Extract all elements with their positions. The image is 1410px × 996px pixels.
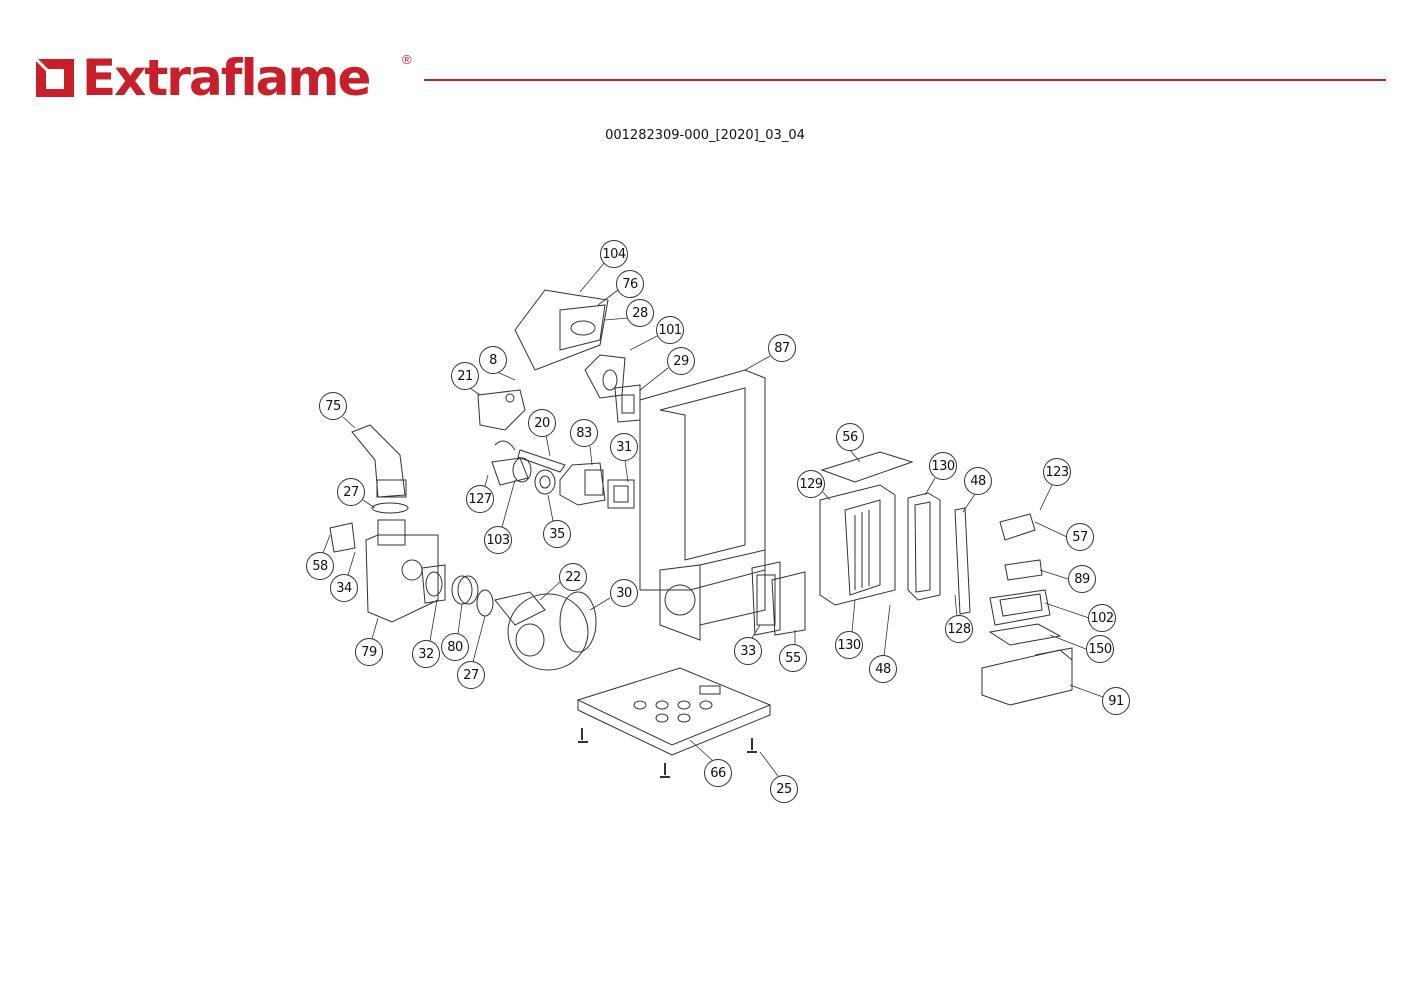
document-id: 001282309-000_[2020]_03_04 <box>605 128 805 143</box>
part-callout: 31 <box>610 433 638 461</box>
part-lid-56 <box>820 451 914 483</box>
part-plate-58 <box>329 522 356 553</box>
part-plate-89 <box>1004 559 1043 581</box>
part-feet-25 <box>578 728 757 778</box>
part-gasket-101 <box>584 354 626 399</box>
part-callout: 28 <box>626 299 654 327</box>
part-bracket-assembly <box>514 289 609 371</box>
part-callout: 27 <box>337 478 365 506</box>
part-box-79 <box>365 519 439 623</box>
part-ring-27 <box>371 502 409 514</box>
part-callout: 130 <box>835 631 863 659</box>
part-callout: 55 <box>779 644 807 672</box>
part-duct-83 <box>559 462 606 506</box>
part-callout: 102 <box>1088 604 1116 632</box>
part-ring-27b <box>476 589 494 617</box>
part-callout: 76 <box>616 270 644 298</box>
part-frame-87 <box>639 369 766 641</box>
brand-name: Extraflame <box>82 49 371 107</box>
part-tray-102 <box>989 589 1051 626</box>
registered-mark: ® <box>402 52 412 67</box>
part-exchanger-129 <box>819 484 896 606</box>
part-door-33 <box>751 561 781 636</box>
part-callout: 128 <box>945 615 973 643</box>
part-callout: 34 <box>330 574 358 602</box>
part-callout: 91 <box>1102 687 1130 715</box>
part-flange-32 <box>421 564 446 604</box>
part-gasket-30 <box>559 591 597 653</box>
part-callout: 89 <box>1068 565 1096 593</box>
part-callout: 27 <box>457 661 485 689</box>
part-callout: 35 <box>543 520 571 548</box>
part-plate-55 <box>771 571 806 636</box>
part-gasket-29 <box>614 384 641 423</box>
part-cylinder-103 <box>491 457 532 486</box>
part-gasket-35 <box>534 469 556 495</box>
part-callout: 123 <box>1043 458 1071 486</box>
part-callout: 57 <box>1066 523 1094 551</box>
part-motor-21 <box>477 389 526 431</box>
part-cable-20 <box>494 440 566 473</box>
part-callout: 75 <box>319 392 347 420</box>
part-callout: 20 <box>528 409 556 437</box>
header-rule <box>424 79 1386 81</box>
part-callout: 150 <box>1086 635 1114 663</box>
part-fan-22 <box>494 591 589 671</box>
part-callout: 8 <box>479 346 507 374</box>
part-callout: 129 <box>797 470 825 498</box>
part-cover-57 <box>999 513 1036 541</box>
part-callout: 33 <box>734 637 762 665</box>
part-callout: 58 <box>306 552 334 580</box>
part-callout: 127 <box>466 485 494 513</box>
part-callout: 56 <box>836 423 864 451</box>
part-callout: 48 <box>964 467 992 495</box>
part-bar-48 <box>954 507 971 615</box>
part-callout: 48 <box>869 655 897 683</box>
part-callout: 29 <box>667 347 695 375</box>
part-callout: 104 <box>600 240 628 268</box>
part-callout: 87 <box>768 334 796 362</box>
part-gasket-150 <box>988 623 1062 646</box>
part-elbow-75 <box>351 424 407 498</box>
part-door-130 <box>907 492 941 601</box>
brand-logo: Extraflame <box>34 49 371 107</box>
part-callout: 103 <box>484 526 512 554</box>
part-callout: 79 <box>355 638 383 666</box>
part-drawer-91 <box>981 647 1073 706</box>
part-callout: 130 <box>929 452 957 480</box>
part-callout: 22 <box>559 563 587 591</box>
part-callout: 83 <box>570 419 598 447</box>
part-base-66 <box>576 667 772 756</box>
part-callout: 32 <box>412 640 440 668</box>
part-callout: 80 <box>441 633 469 661</box>
part-gasket-31 <box>607 479 635 509</box>
part-callout: 66 <box>704 759 732 787</box>
part-callout: 101 <box>656 316 684 344</box>
logo-mark-icon <box>34 57 74 97</box>
leader-lines <box>322 261 1104 777</box>
part-collar-80 <box>451 575 479 605</box>
part-callout: 25 <box>770 775 798 803</box>
part-callout: 30 <box>610 579 638 607</box>
part-callout: 21 <box>451 362 479 390</box>
